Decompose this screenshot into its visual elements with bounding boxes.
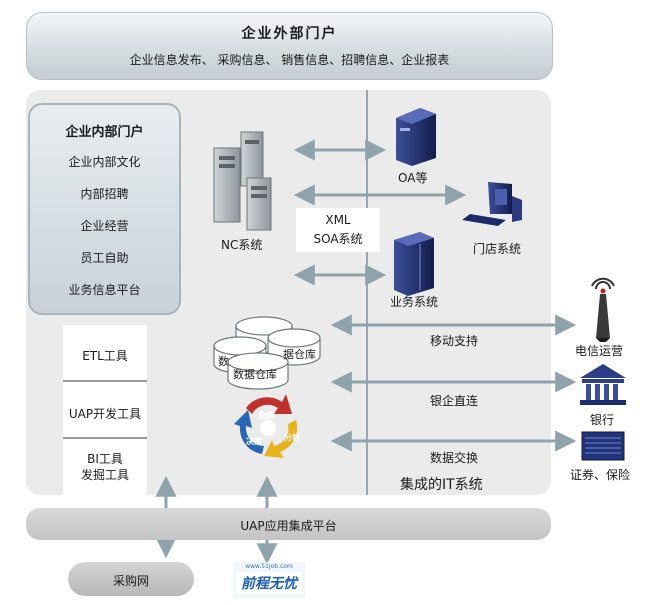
data-exchange-label: 数据交换: [430, 451, 479, 465]
cycle-label: 数据: [258, 411, 274, 420]
oa-server-icon: [396, 108, 436, 166]
warehouse-label-c: 数据仓库: [233, 368, 277, 381]
business-system-label: 业务系统: [390, 295, 439, 309]
internal-portal-item: 企业内部文化: [68, 155, 141, 169]
telecom-label: 电信运营: [575, 344, 624, 358]
nc-system-label: NC系统: [221, 238, 263, 252]
tools-divider: [63, 437, 147, 439]
system-bus-line: [366, 90, 368, 495]
bank-link-label: 银企直连: [430, 394, 479, 408]
oa-label: OA等: [398, 171, 428, 185]
business-server-icon: [394, 232, 434, 296]
etl-tool-label: ETL工具: [82, 349, 128, 363]
logo-51job: [233, 562, 305, 598]
soa-line-2: SOA系统: [313, 232, 363, 246]
purchase-net-label: 采购网: [112, 574, 149, 588]
cycle-label: 决策: [246, 437, 262, 446]
internal-portal-title: 企业内部门户: [65, 125, 144, 140]
uap-platform-label: UAP应用集成平台: [240, 519, 337, 533]
cycle-label: 分析: [284, 433, 300, 442]
uap-dev-tool-label: UAP开发工具: [68, 407, 142, 421]
bi-tool-label: BI工具: [87, 452, 123, 466]
external-portal-title: 企业外部门户: [241, 26, 338, 42]
tools-panel: ETL工具 UAP开发工具 BI工具 发掘工具: [63, 325, 147, 495]
purchase-net-node: 采购网: [68, 562, 194, 596]
data-warehouse-icon: [213, 316, 321, 390]
warehouse-label-a: 数: [218, 355, 229, 368]
store-system-label: 门店系统: [473, 242, 522, 256]
bank-building-icon: [580, 364, 626, 405]
telecom-tower-icon: [591, 277, 615, 342]
internal-portal-panel: 企业内部门户 企业内部文化 内部招聘 企业经营 员工自助 业务信息平台: [28, 103, 181, 315]
internal-portal-item: 员工自助: [80, 251, 129, 265]
store-pc-icon: [462, 182, 522, 226]
internal-portal-item: 业务信息平台: [68, 283, 141, 297]
soa-line-1: XML: [325, 213, 351, 227]
securities-board-icon: [581, 431, 625, 461]
mining-tool-label: 发掘工具: [80, 468, 129, 482]
securities-label: 证券、保险: [570, 468, 631, 482]
analysis-cycle-icon: [234, 394, 298, 458]
uap-platform-bar: UAP应用集成平台: [26, 508, 551, 540]
nc-server-icon: [213, 131, 272, 231]
mobile-support-label: 移动支持: [430, 334, 479, 348]
external-portal-banner: 企业外部门户 企业信息发布、 采购信息、 销售信息、招聘信息、企业报表: [26, 12, 553, 80]
external-portal-subtitle: 企业信息发布、 采购信息、 销售信息、招聘信息、企业报表: [129, 53, 450, 67]
tools-divider: [63, 380, 147, 382]
bank-label: 银行: [590, 413, 615, 427]
logo-text: 前程无忧: [241, 576, 297, 592]
logo-domain: www.51job.com: [245, 563, 293, 570]
warehouse-label-b: 据仓库: [283, 348, 316, 361]
soa-system-box: XML SOA系统: [296, 208, 380, 252]
internal-portal-item: 内部招聘: [80, 187, 129, 201]
internal-portal-item: 企业经营: [80, 219, 129, 233]
integrated-system-label: 集成的IT系统: [400, 477, 483, 493]
